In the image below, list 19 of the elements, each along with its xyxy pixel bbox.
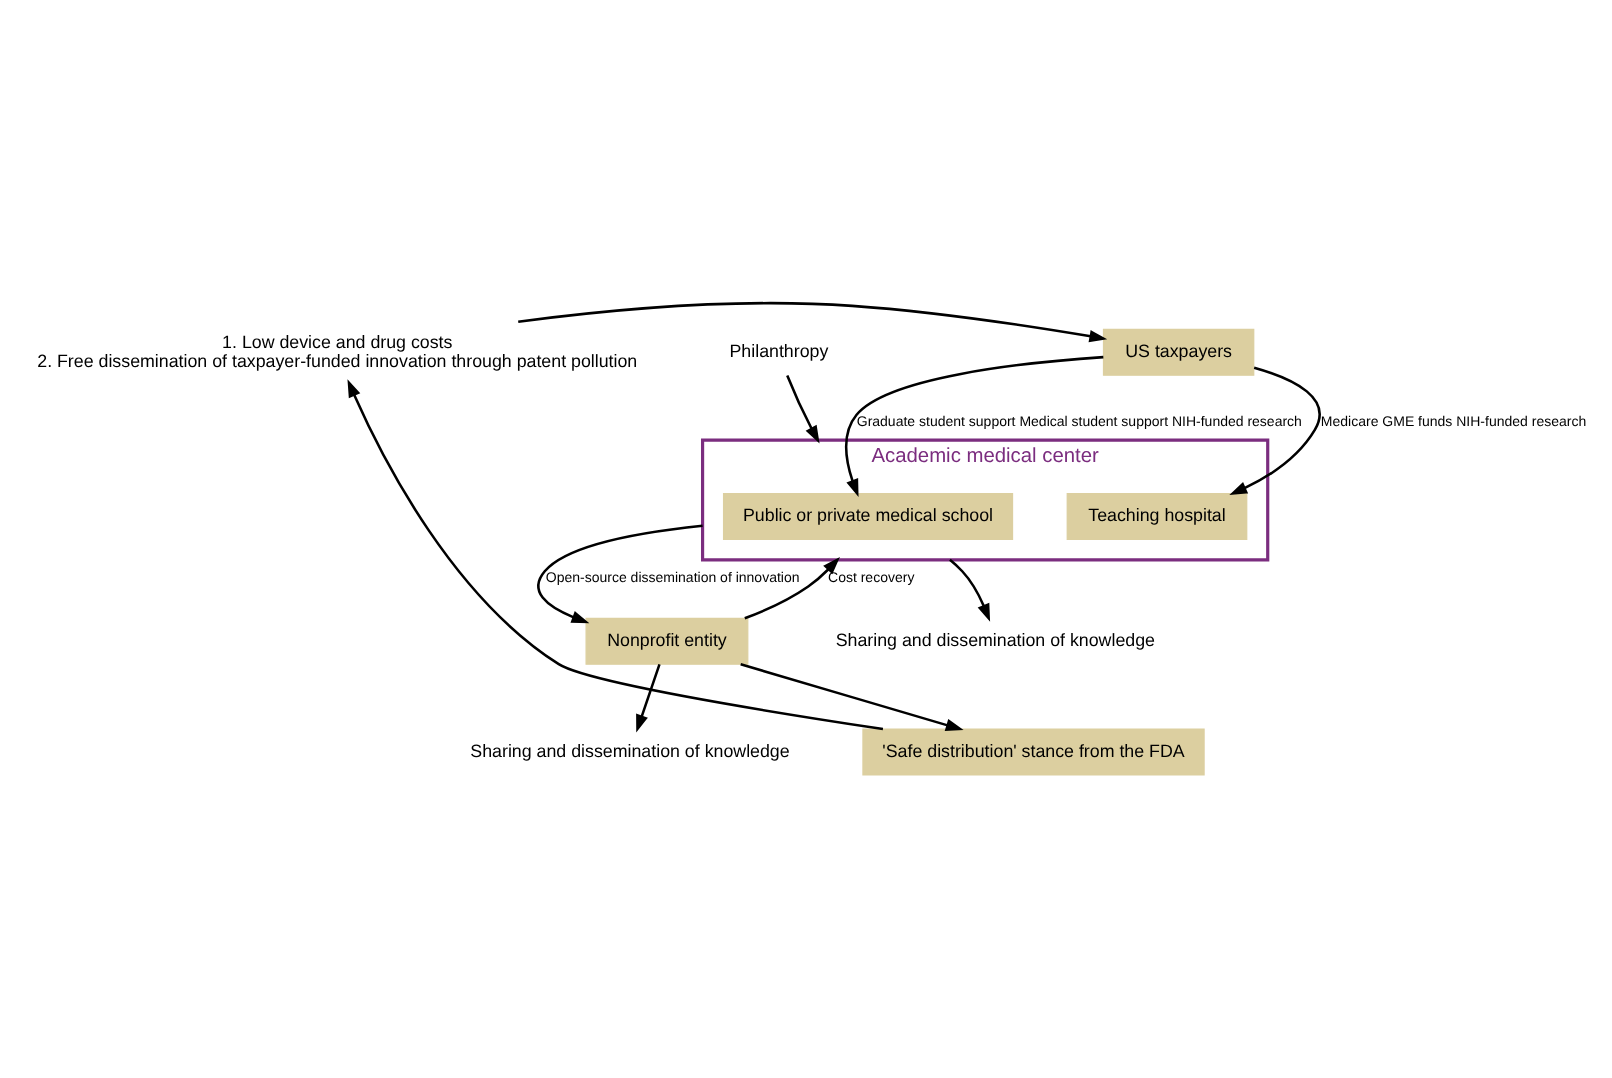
arrow (786, 375, 820, 444)
arrow (740, 663, 964, 732)
node-box: Teaching hospital (1066, 492, 1248, 541)
arrow (845, 355, 1104, 497)
arrow (537, 524, 703, 624)
arrow (518, 301, 1108, 343)
node-box: Nonprofit entity (585, 617, 749, 665)
node-text: Philanthropy (729, 341, 829, 362)
node-text: Sharing and dissemination of knowledge (835, 629, 1155, 650)
arrow (347, 379, 884, 731)
node-text: Sharing and dissemination of knowledge (470, 740, 790, 761)
arrow (949, 558, 991, 622)
node-box: US taxpayers (1102, 328, 1255, 376)
node-box: Public or private medical school (722, 492, 1014, 541)
arrow (636, 664, 661, 733)
node-box: 'Safe distribution' stance from the FDA (862, 728, 1205, 776)
arrow (744, 557, 840, 620)
node-text: 1. Low device and drug costs 2. Free dissemination of taxpayer-funded innovation through patent pollution (37, 331, 638, 371)
arrow (1229, 366, 1321, 495)
